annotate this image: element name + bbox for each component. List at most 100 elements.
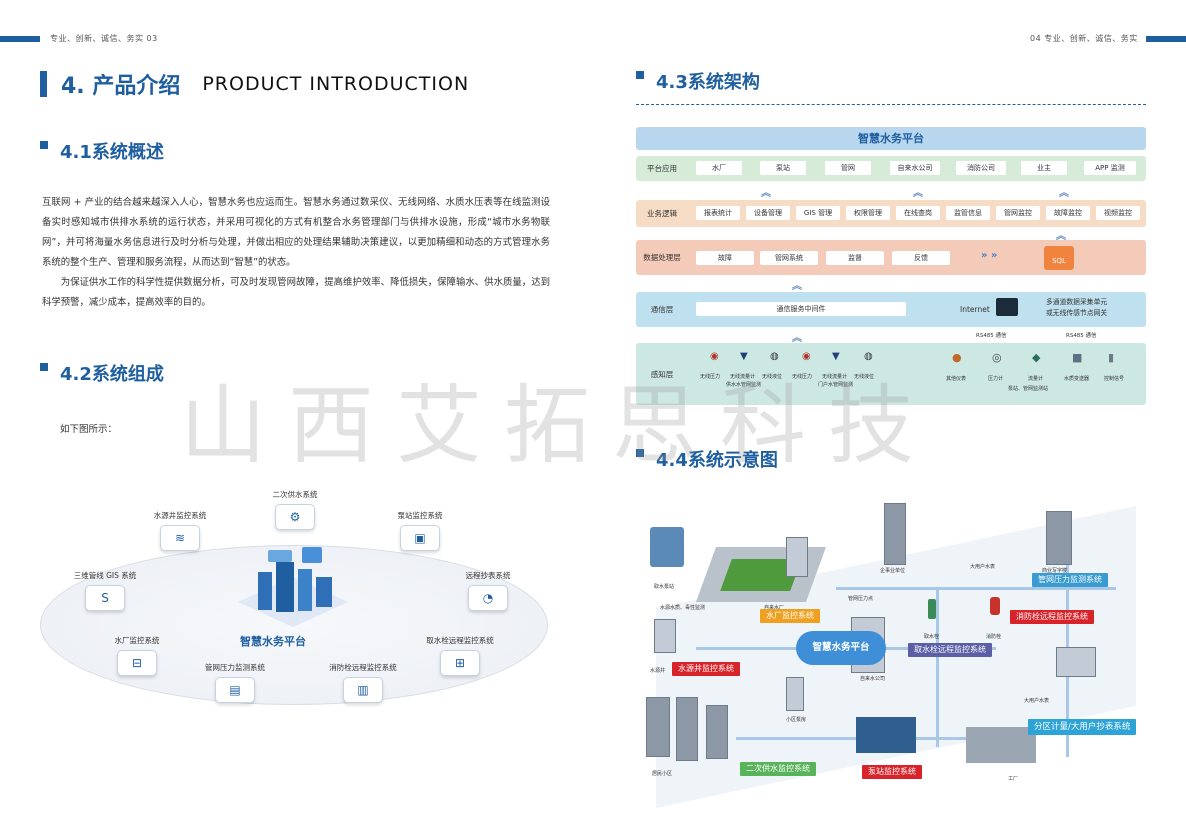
intake-icon: ⊞ [440,650,480,676]
plant-building [786,537,808,577]
node-waterworks: 水厂监控系统 ⊟ [82,635,192,676]
node-gis: 三维管线 GIS 系统 S [50,570,160,611]
up-arrows-icon: ︽ [913,188,923,199]
internet-label: Internet [960,305,990,314]
overview-text: 互联网 + 产业的结合越来越深入人心，智慧水务也应运而生。智慧水务通过数采仪、无… [42,193,550,313]
system-illustration: 取水泵站 水源水质、毒性监测 自来水厂 水源井 居民小区 小区泵房 自来水公司 … [636,497,1148,809]
app-chip: 业主 [1021,161,1067,175]
biz-chip: 管网监控 [996,206,1040,220]
data-chip: 反馈 [892,251,950,265]
layer-app: 平台应用 水厂 泵站 管网 自来水公司 消防公司 业主 APP 监测 [636,156,1146,181]
sensor-icon: ▼ [832,351,840,362]
pressure-icon: ▤ [215,677,255,703]
sensor-icon: ◆ [1032,351,1041,364]
sensor-icon: ● [952,351,962,364]
fire-hydrant-icon [990,597,1000,615]
section-4-2-title: 4.2系统组成 [40,360,164,386]
arch-platform-header: 智慧水务平台 [636,127,1146,150]
sensor-icon: ◉ [802,351,811,362]
sensor-icon: ◎ [992,351,1002,364]
node-well-monitor: 水源井监控系统 ≋ [125,510,235,551]
data-chip: 故障 [696,251,754,265]
section-divider [636,104,1146,105]
biz-chip: GIS 管理 [796,206,840,220]
sensor-row-b: ● ◎ ◆ ■ ▮ 其他仪表 压力计 流量计 水质变送器 控制信号 泵站、管网监… [946,351,1125,392]
water-source-building [650,527,684,567]
biz-chip: 监管信息 [946,206,990,220]
water-pipe [836,587,1116,590]
biz-chip: 故障监控 [1046,206,1090,220]
biz-chip: 设备管理 [746,206,790,220]
app-chip: 水厂 [696,161,742,175]
node-pump-station: 泵站监控系统 ▣ [365,510,475,551]
app-chip: 自来水公司 [890,161,940,175]
smart-city-icon [238,547,348,627]
chapter-title-cn: 4. 产品介绍 [61,74,181,99]
sensor-icon: ◍ [770,351,779,362]
data-chip: 监督 [826,251,884,265]
villa-building [1056,647,1096,677]
fire-hydrant-icon: ▥ [343,677,383,703]
office-building [1046,511,1072,565]
biz-chip: 报表统计 [696,206,740,220]
chapter-title: 4. 产品介绍 PRODUCT INTRODUCTION [40,68,469,100]
tag-pressure: 管网压力监测系统 [1032,573,1108,587]
node-pressure: 管网压力监测系统 ▤ [180,662,290,703]
meter-icon: ◔ [468,585,508,611]
up-arrows-icon: ︽ [761,188,771,199]
gateway-device-icon [996,298,1018,316]
right-arrows-icon: » » [981,250,998,261]
section-4-4-title: 4.4系统示意图 [636,446,778,472]
smart-platform-cloud: 智慧水务平台 [796,631,886,665]
layer-sensing: 感知层 RS485 通信 RS485 通信 ◉ ▼ ◍ ◉ ▼ ◍ 无线压力 无… [636,333,1146,405]
layer-business: 业务逻辑 报表统计 设备管理 GIS 管理 权限管理 在线查岗 监管信息 管网监… [636,200,1146,227]
node-hydrant-intake: 取水栓远程监控系统 ⊞ [405,635,515,676]
rs485-label-a: RS485 通信 [976,333,1007,339]
enterprise-building [884,503,906,565]
architecture-diagram: 智慧水务平台 平台应用 水厂 泵站 管网 自来水公司 消防公司 业主 APP 监… [636,127,1146,405]
intake-hydrant-icon [928,599,936,619]
sensor-row-a: ◉ ▼ ◍ ◉ ▼ ◍ 无线压力 无线流量计 无线液位 无线压力 无线流量计 无… [700,351,875,388]
pump-station-building [856,717,916,753]
sensor-icon: ■ [1072,351,1083,364]
app-chip: 管网 [825,161,871,175]
overview-paragraph-1: 互联网 + 产业的结合越来越深入人心，智慧水务也应运而生。智慧水务通过数采仪、无… [42,197,550,268]
residential-building [706,705,728,759]
overview-paragraph-2: 为保证供水工作的科学性提供数据分析，可及时发现管网故障，提高维护效率、降低损失，… [42,277,550,308]
gateway-label: 多通道数据采集单元 或无线传感节点网关 [1046,298,1108,317]
app-chip: 泵站 [760,161,806,175]
title-bar [40,71,47,97]
secondary-supply-icon: ⚙ [275,504,315,530]
residential-building [646,697,670,757]
header-right-text: 04 专业、创新、诚信、务实 [1030,34,1138,43]
system-composition-diagram: 二次供水系统 ⚙ 水源井监控系统 ≋ 泵站监控系统 ▣ 三维管线 GIS 系统 … [40,485,548,715]
section-4-3-title: 4.3系统架构 [636,68,760,94]
gis-icon: S [85,585,125,611]
app-chip: APP 监测 [1084,161,1136,175]
app-chip: 消防公司 [956,161,1006,175]
tag-secondary-supply: 二次供水监控系统 [740,762,816,776]
node-secondary-supply: 二次供水系统 ⚙ [240,489,350,530]
figure-caption: 如下图所示： [60,424,118,435]
up-arrows-icon: ︽ [1056,231,1066,242]
rs485-label-b: RS485 通信 [1066,333,1097,339]
waterworks-icon: ⊟ [117,650,157,676]
tag-intake: 取水栓远程监控系统 [908,643,992,657]
tag-pump-station: 泵站监控系统 [862,765,922,779]
section-4-1-title: 4.1系统概述 [40,138,164,164]
data-chip: 管网系统 [760,251,818,265]
pump-room [786,677,804,711]
residential-building [676,697,698,761]
well-icon: ≋ [160,525,200,551]
biz-chip: 在线查岗 [896,206,940,220]
tag-waterworks: 水厂监控系统 [760,609,820,623]
node-fire-hydrant: 消防栓远程监控系统 ▥ [308,662,418,703]
up-arrows-icon: ︽ [792,281,802,292]
middleware-chip: 通信服务中间件 [696,302,906,316]
tag-well: 水源井监控系统 [672,662,740,676]
water-pipe [936,587,939,747]
sensor-icon: ▼ [740,351,748,362]
header-left-text: 专业、创新、诚信、务实 03 [50,34,158,43]
biz-chip: 权限管理 [846,206,890,220]
chapter-title-en: PRODUCT INTRODUCTION [202,73,470,95]
